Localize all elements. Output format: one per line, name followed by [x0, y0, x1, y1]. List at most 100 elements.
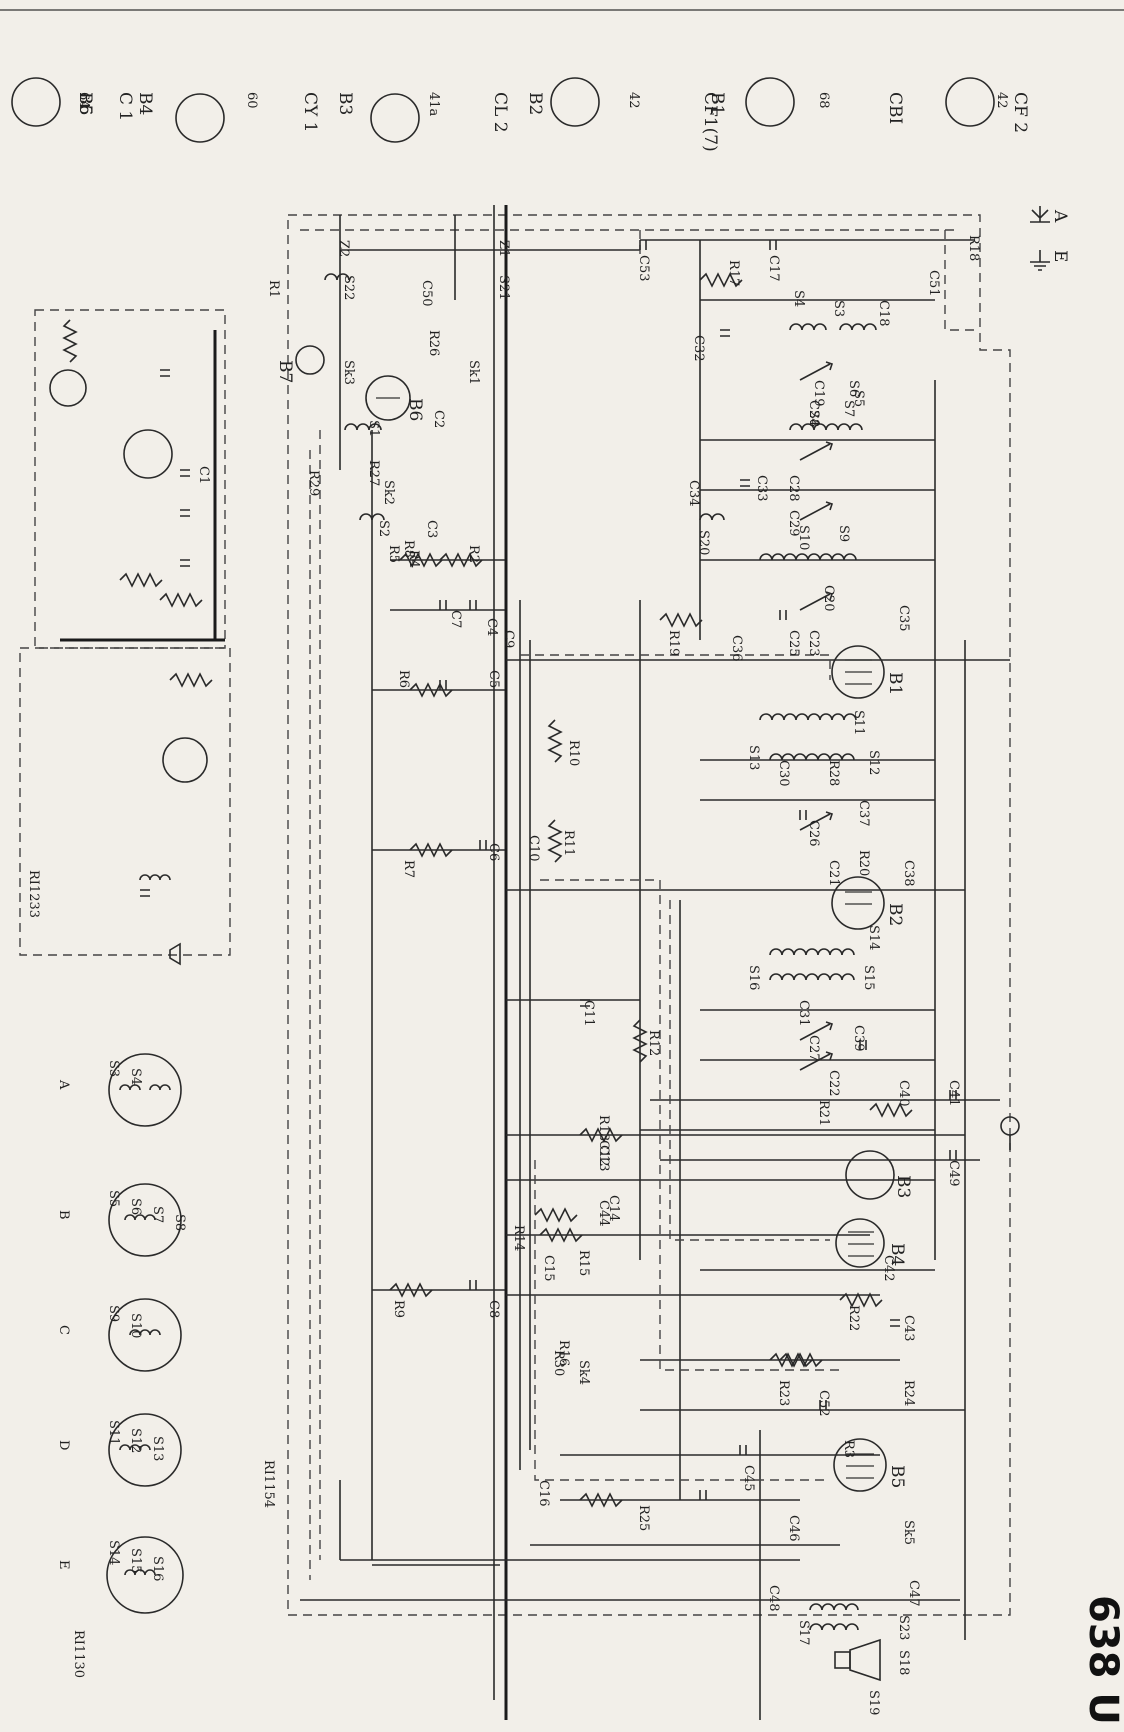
coil-s3: S3	[831, 300, 846, 317]
tube-base-type-2: CF1(7)	[700, 92, 720, 152]
cap-c15: C15	[541, 1255, 556, 1282]
speaker-icon	[169, 942, 881, 1682]
res-r20: R20	[856, 850, 871, 876]
res-r11: R11	[561, 830, 576, 856]
cap-c20: C20	[821, 585, 836, 612]
cap-c1: C1	[196, 466, 211, 484]
switch-coil-s15: S15	[128, 1548, 143, 1573]
res-r16: R16	[556, 1340, 571, 1366]
cap-c48: C48	[766, 1585, 781, 1612]
res-r14: R14	[511, 1225, 526, 1251]
res-r3: R3	[841, 1440, 856, 1458]
cap-c31: C31	[796, 1000, 811, 1027]
switch-letter-a: A	[56, 1079, 71, 1090]
cap-c50: C50	[419, 280, 434, 307]
coil-s4: S4	[791, 290, 806, 307]
coil-s8: S8	[806, 410, 821, 427]
switch-coil-s4: S4	[128, 1068, 143, 1085]
cap-c24: C24	[806, 400, 821, 427]
res-r9: R9	[391, 1300, 406, 1318]
switch-sk2: Sk2	[381, 480, 396, 505]
res-r24: R24	[901, 1380, 916, 1406]
coil-s6: S6	[846, 380, 861, 397]
coil-s5: S5	[851, 390, 866, 407]
switch-letter-e: E	[56, 1560, 71, 1570]
cap-c29: C29	[786, 510, 801, 537]
res-r7: R7	[401, 860, 416, 878]
res-r10: R10	[566, 740, 581, 766]
switch-letter-b: B	[56, 1210, 71, 1220]
tube-base-tube-5: B6	[75, 92, 95, 115]
cap-c11: C11	[581, 1000, 596, 1027]
res-r6: R6	[396, 670, 411, 688]
res-r25: R25	[636, 1505, 651, 1531]
cap-c13: C13	[596, 1145, 611, 1172]
cap-c49: C49	[946, 1160, 961, 1187]
coil-s16: S16	[746, 965, 761, 990]
tube-b3	[845, 1150, 895, 1200]
code-label-ri1233: RI1233	[26, 870, 41, 918]
cap-c32: C32	[691, 335, 706, 362]
tube-label-b4: B4	[887, 1243, 907, 1266]
res-r30: R30	[551, 1350, 566, 1376]
switch-coil-s12: S12	[128, 1428, 143, 1453]
switch-diagrams	[106, 1053, 184, 1614]
tube-base-type-0: CF 2	[1010, 92, 1030, 133]
cap-c7: C7	[448, 610, 463, 628]
switch-coil-s13: S13	[150, 1436, 165, 1461]
fuse-z2: Z2	[336, 240, 351, 257]
cap-c44: C44	[596, 1200, 611, 1227]
res-r13: R13	[596, 1115, 611, 1141]
terminal-e: E	[1050, 250, 1070, 262]
tube-base-side-4: 60	[244, 92, 259, 109]
switch-coil-s5: S5	[106, 1190, 121, 1207]
cap-c25: C25	[786, 630, 801, 657]
res-r18: R18	[966, 235, 981, 261]
cap-c2: C2	[431, 410, 446, 428]
switch-letter-d: D	[56, 1440, 71, 1450]
res-r1: R1	[266, 280, 281, 298]
cap-c9: C9	[501, 630, 516, 648]
coil-s14: S14	[866, 925, 881, 950]
coil-s20: S20	[696, 530, 711, 555]
cap-c53: C53	[636, 255, 651, 282]
cap-c10: C10	[526, 835, 541, 862]
tube-label-b7: B7	[275, 360, 295, 383]
coil-symbols	[139, 273, 877, 1631]
res-r17: R17	[726, 260, 741, 286]
tube-base-tube-3: B4	[135, 92, 155, 115]
cap-c28: C28	[786, 475, 801, 502]
capacitor-symbols	[140, 240, 957, 1500]
cap-c17: C17	[766, 255, 781, 282]
cap-c3: C3	[424, 520, 439, 538]
cap-c40: C40	[896, 1080, 911, 1107]
cap-c4: C4	[484, 618, 499, 636]
cap-c33: C33	[754, 475, 769, 502]
tube-b6-sub	[123, 429, 173, 479]
switch-sk3: Sk3	[341, 360, 356, 385]
switch-sk1: Sk1	[466, 360, 481, 385]
res-r8: R8	[401, 540, 416, 558]
cap-c41: C41	[946, 1080, 961, 1107]
switch-sk4: Sk4	[576, 1360, 591, 1385]
code-label-ri1130: RI1130	[71, 1630, 86, 1678]
cap-c6: C6	[486, 843, 501, 861]
switch-sk5: Sk5	[901, 1520, 916, 1545]
fuse-z1: Z1	[496, 240, 511, 257]
tube-label-b5: B5	[887, 1465, 907, 1488]
coil-s13: S13	[746, 745, 761, 770]
cap-c26: C26	[806, 820, 821, 847]
tube-b6	[365, 375, 411, 421]
switch-coil-s6: S6	[128, 1198, 143, 1215]
tube-base-side-2: 42	[626, 92, 641, 109]
tube-base-side-0: 42	[994, 92, 1009, 109]
res-r23: R23	[776, 1380, 791, 1406]
shielded-leads	[309, 230, 840, 1580]
pickup-terminal-icon	[1000, 1116, 1020, 1150]
tube-b5-sub	[162, 737, 208, 783]
coil-s12: S12	[866, 750, 881, 775]
switch-coil-s9: S9	[106, 1305, 121, 1322]
cap-c38: C38	[901, 860, 916, 887]
cap-c16: C16	[536, 1480, 551, 1507]
